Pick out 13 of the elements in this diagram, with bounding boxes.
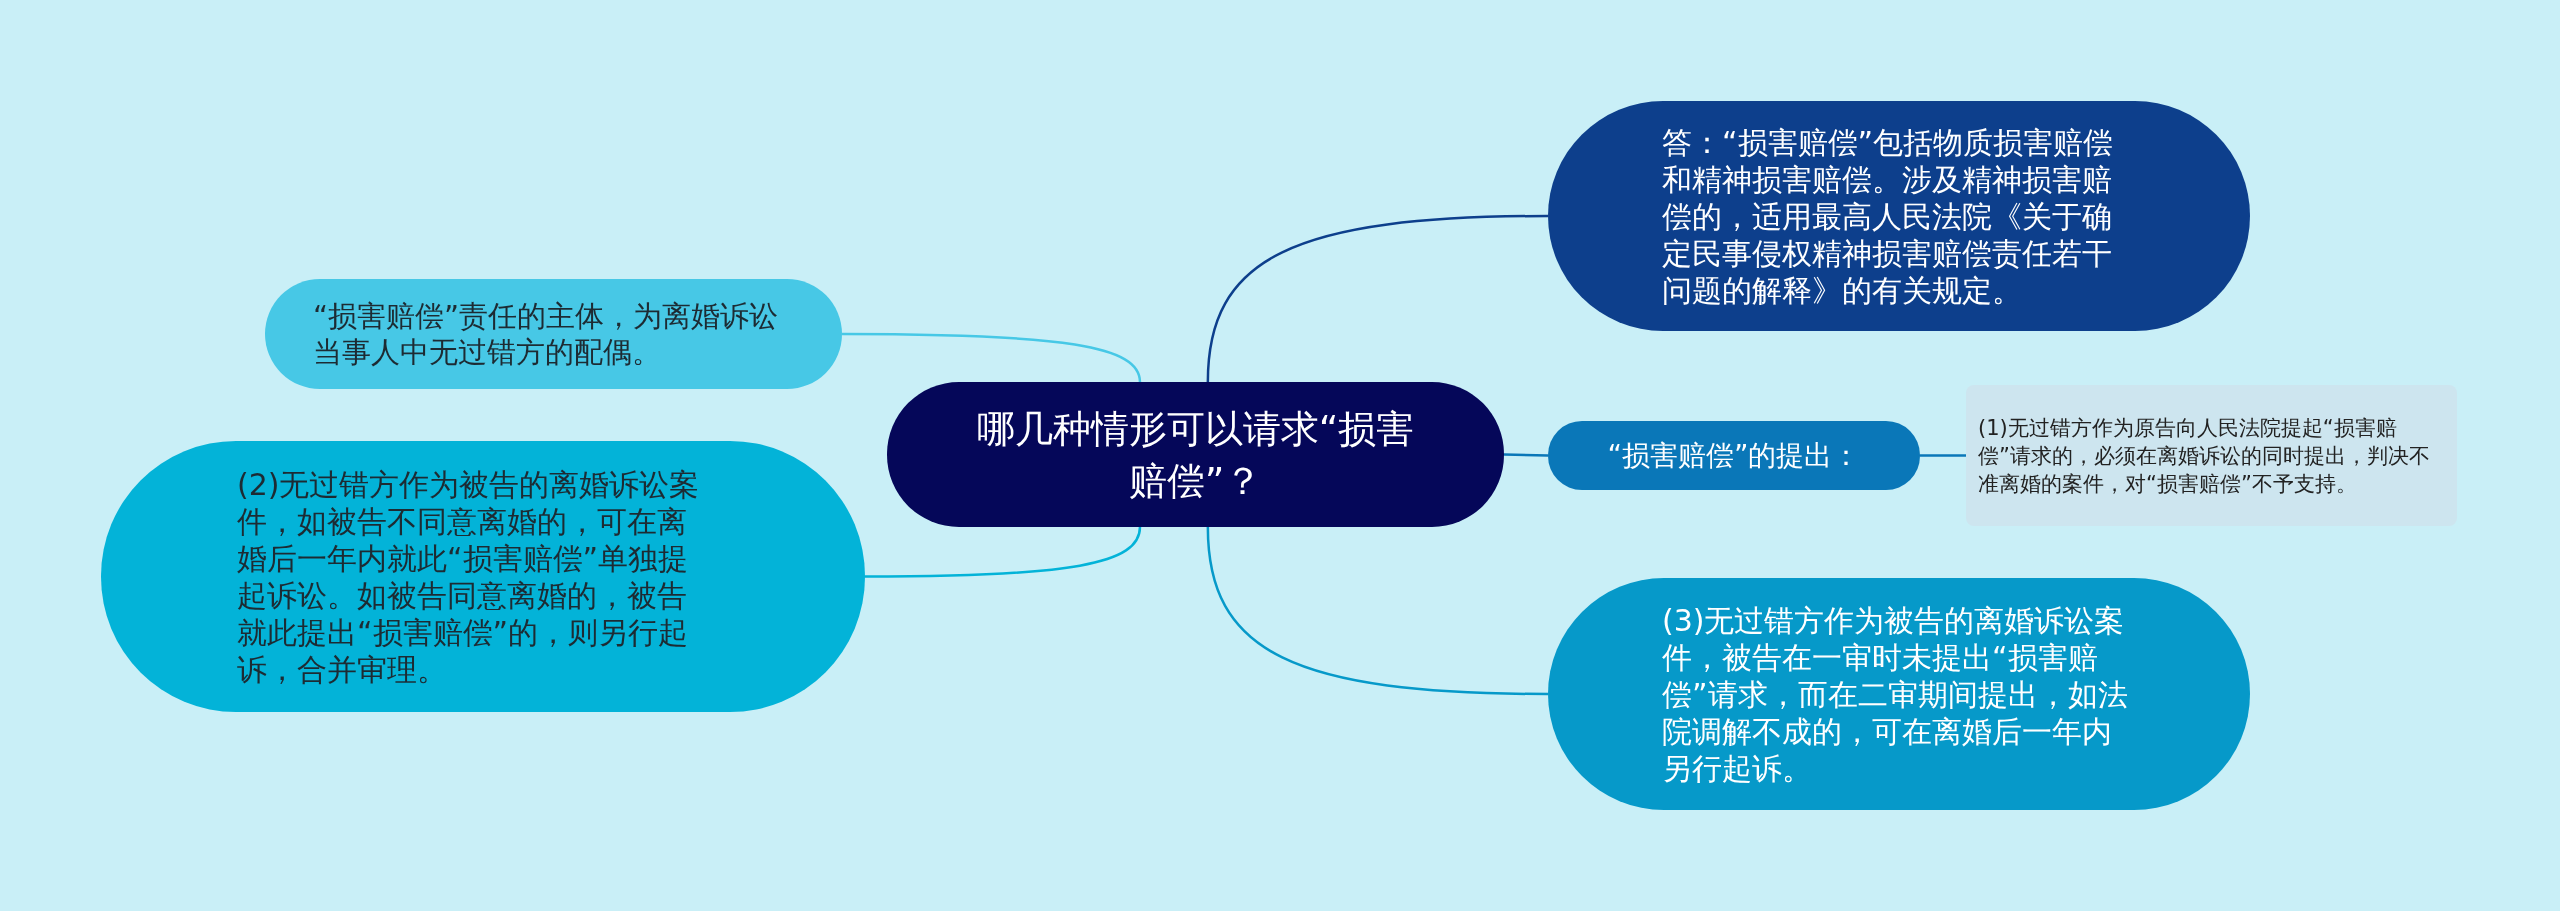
- branch-box: “损害赔偿”责任的主体，为离婚诉讼当事人中无过错方的配偶。: [265, 279, 842, 389]
- branch-box: (2)无过错方作为被告的离婚诉讼案件，如被告不同意离婚的，可在离婚后一年内就此“损害赔偿”单独提起诉讼。如被告同意离婚的，被告就此提出“损害赔偿”的，则另行起诉，合并审理。: [101, 441, 865, 712]
- connector-line: [1503, 453, 1549, 457]
- branch-box: “损害赔偿”的提出：: [1548, 421, 1920, 490]
- connector-line: [1206, 214, 1548, 383]
- connector-line: [1920, 454, 1966, 457]
- branch-box: 答：“损害赔偿”包括物质损害赔偿和精神损害赔偿。涉及精神损害赔偿的，适用最高人民法院《关于确定民事侵权精神损害赔偿责任若干问题的解释》的有关规定。: [1548, 101, 2250, 331]
- connector-line: [1206, 526, 1548, 696]
- connector-line: [842, 332, 1142, 383]
- topic-box: 哪几种情形可以请求“损害赔偿”？: [887, 382, 1504, 527]
- connector-line: [865, 526, 1142, 578]
- branch-box: (3)无过错方作为被告的离婚诉讼案件，被告在一审时未提出“损害赔偿”请求，而在二审期间提出，如法院调解不成的，可在离婚后一年内另行起诉。: [1548, 578, 2250, 810]
- leaf-box: (1)无过错方作为原告向人民法院提起“损害赔偿”请求的，必须在离婚诉讼的同时提出，判决不准离婚的案件，对“损害赔偿”不予支持。: [1966, 385, 2457, 526]
